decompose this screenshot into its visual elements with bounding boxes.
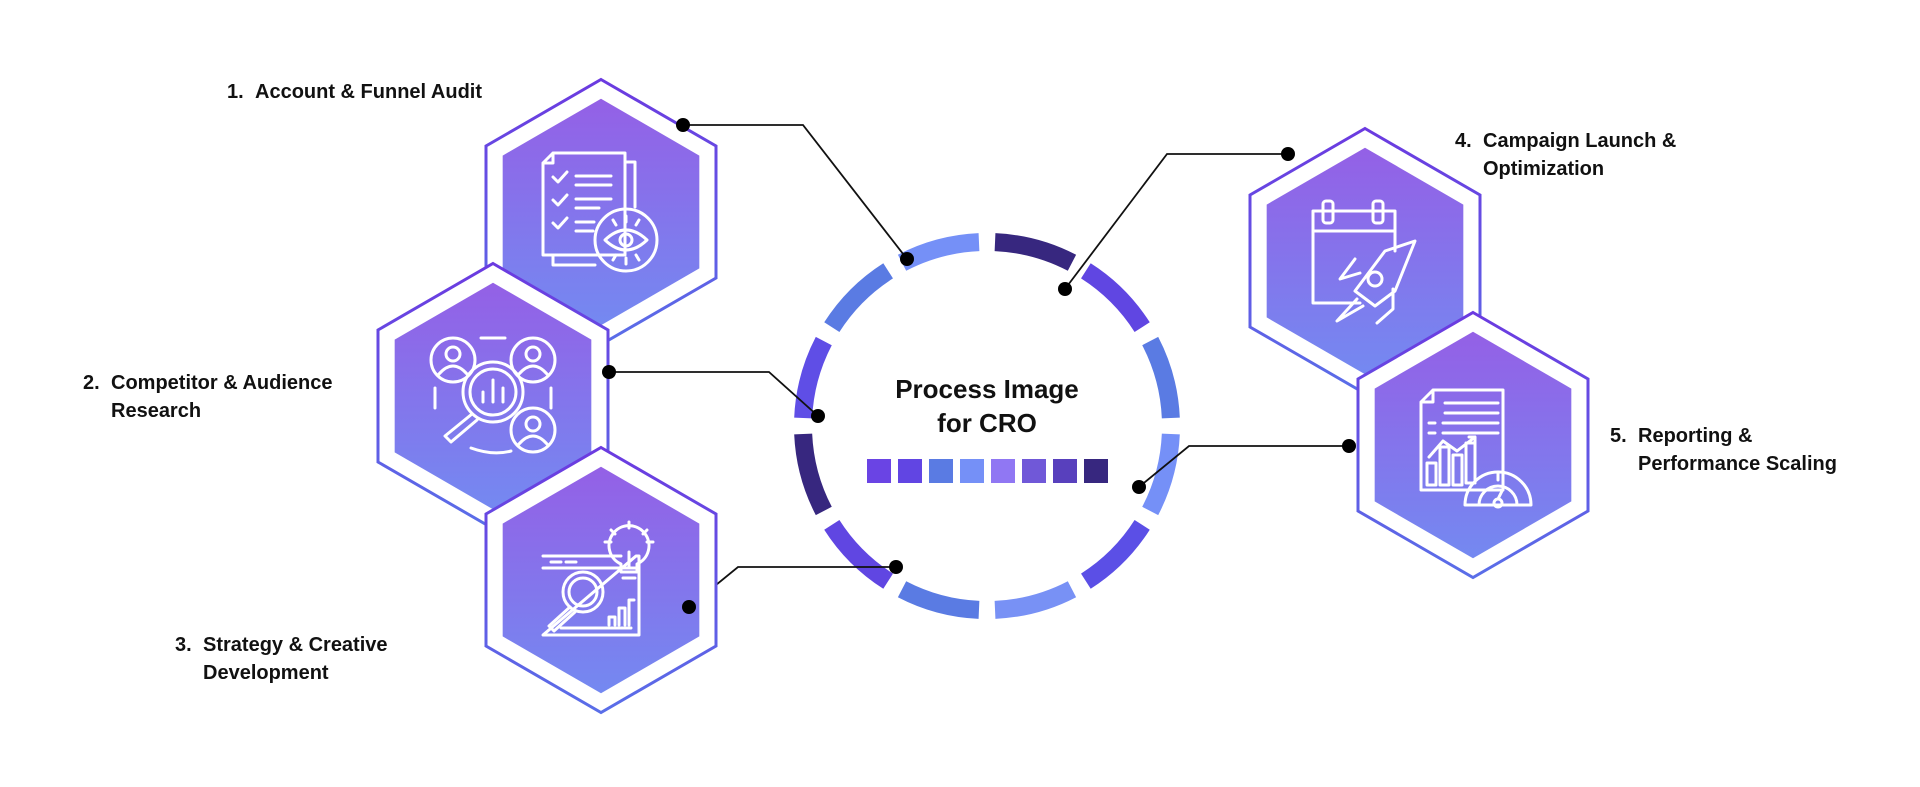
ring-segment — [1142, 336, 1180, 419]
connector-dot — [900, 252, 914, 266]
title-line-2: for CRO — [937, 408, 1037, 438]
ring-segment — [994, 233, 1077, 271]
connector-dots — [602, 118, 1356, 614]
ring-segment — [994, 581, 1077, 619]
color-swatch — [898, 459, 922, 483]
step-label-3: 3. Strategy & Creative Development — [175, 631, 388, 687]
ring-segment — [824, 263, 894, 333]
step-title-line-2: Development — [203, 662, 329, 684]
connectors — [609, 124, 1349, 608]
step-label-2: 2. Competitor & Audience Research — [83, 369, 333, 425]
step-hexagon-2 — [376, 261, 610, 531]
hexagon-fill — [502, 466, 700, 694]
connector-dot — [1132, 480, 1146, 494]
connector-dot — [1058, 282, 1072, 296]
color-swatch — [960, 459, 984, 483]
report-gauge-icon — [1419, 388, 1533, 509]
step-title: Competitor & Audience — [111, 372, 333, 394]
step-title: Account & Funnel Audit — [255, 81, 483, 103]
connector-dot — [602, 365, 616, 379]
step-hexagon-3 — [484, 445, 718, 715]
connector-1 — [683, 124, 908, 260]
step-number: 4. — [1455, 130, 1472, 152]
step-hexagon-5 — [1356, 310, 1590, 580]
color-swatch — [867, 459, 891, 483]
step-hexagon-4 — [1248, 126, 1482, 396]
step-title-line-2: Optimization — [1483, 158, 1605, 180]
color-swatch — [1084, 459, 1108, 483]
step-label-4: 4. Campaign Launch & Optimization — [1455, 127, 1676, 183]
connector-5 — [1138, 445, 1349, 488]
step-label-5: 5. Reporting & Performance Scaling — [1610, 422, 1837, 478]
color-swatch — [991, 459, 1015, 483]
title-line-1: Process Image — [895, 374, 1079, 404]
audience-research-icon — [429, 336, 557, 455]
step-title: Campaign Launch & — [1483, 130, 1677, 152]
checklist-eye-icon — [541, 151, 659, 273]
calendar-rocket-icon — [1311, 199, 1417, 325]
step-hexagon-1 — [484, 77, 718, 347]
connector-dot — [1281, 147, 1295, 161]
step-title-line-2: Research — [111, 400, 202, 422]
color-swatch — [929, 459, 953, 483]
step-number: 3. — [175, 634, 192, 656]
ring-segment — [1080, 519, 1150, 589]
ring-segment — [824, 519, 894, 589]
color-swatch — [1053, 459, 1077, 483]
ring-segment — [897, 581, 980, 619]
step-number: 5. — [1610, 425, 1627, 447]
step-number: 2. — [83, 372, 100, 394]
color-swatches — [867, 459, 1108, 483]
connector-dot — [889, 560, 903, 574]
color-swatch — [1022, 459, 1046, 483]
connector-dot — [682, 600, 696, 614]
connector-4 — [1064, 153, 1288, 290]
ring-segment — [794, 433, 832, 516]
connector-dot — [1342, 439, 1356, 453]
connector-dot — [676, 118, 690, 132]
step-title-line-2: Performance Scaling — [1638, 453, 1837, 475]
ring-segment — [794, 336, 832, 419]
step-title: Strategy & Creative — [203, 634, 388, 656]
connector-dot — [811, 409, 825, 423]
ring-segment — [1080, 263, 1150, 333]
ring-segment — [1142, 433, 1180, 516]
hexagon-fill — [1266, 147, 1464, 375]
connector-2 — [609, 371, 819, 417]
diagram-title: Process Image for CRO — [837, 372, 1137, 440]
step-label-1: 1. Account & Funnel Audit — [227, 78, 482, 106]
strategy-lightbulb-icon — [541, 520, 655, 637]
hexagon-fill — [1374, 331, 1572, 559]
step-number: 1. — [227, 81, 244, 103]
step-title: Reporting & — [1638, 425, 1753, 447]
